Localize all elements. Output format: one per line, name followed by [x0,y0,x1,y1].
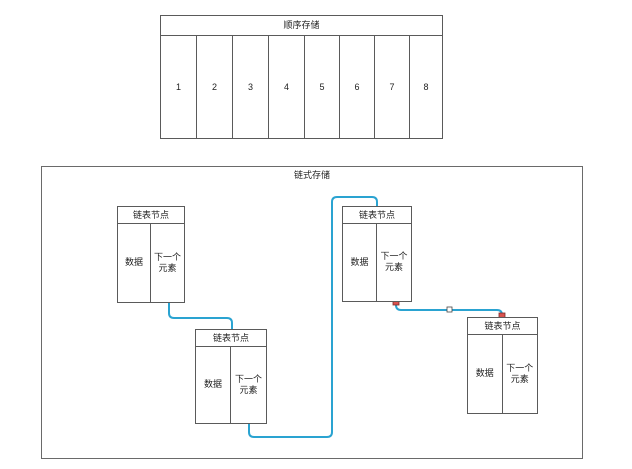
linked-storage-title: 链式存储 [293,170,330,180]
node-title: 链表节点 [196,330,266,347]
node-data-field: 数据 [196,346,231,423]
array-cell: 8 [409,35,442,138]
node-title: 链表节点 [118,207,184,224]
node-title: 链表节点 [468,318,537,335]
node-title: 链表节点 [343,207,411,224]
node-data-field: 数据 [118,223,151,302]
node-data-field: 数据 [468,334,503,413]
node-next-pointer-field: 下一个 元素 [234,373,262,395]
array-cell: 7 [374,35,409,138]
sequential-storage-title: 顺序存储 [161,16,442,36]
array-cell: 6 [339,35,374,138]
array-cell: 4 [268,35,304,138]
node-next-pointer-field: 下一个 元素 [153,251,181,273]
node-next-pointer-field: 下一个 元素 [506,362,534,384]
linked-list-node[interactable]: 链表节点 数据 下一个 元素 [342,206,412,302]
sequential-storage-array[interactable]: 顺序存储 1 2 3 4 5 6 7 8 [160,15,443,139]
linked-list-node[interactable]: 链表节点 数据 下一个 元素 [467,317,538,414]
array-cell: 1 [175,81,181,92]
linked-storage-container[interactable]: 链式存储 [41,166,583,459]
array-cell: 5 [304,35,339,138]
node-next-pointer-field: 下一个 元素 [380,251,408,272]
linked-list-node[interactable]: 链表节点 数据 下一个 元素 [117,206,185,303]
array-cell: 3 [232,35,268,138]
linked-list-node[interactable]: 链表节点 数据 下一个 元素 [195,329,267,424]
node-data-field: 数据 [343,223,377,301]
array-cell: 2 [196,35,232,138]
